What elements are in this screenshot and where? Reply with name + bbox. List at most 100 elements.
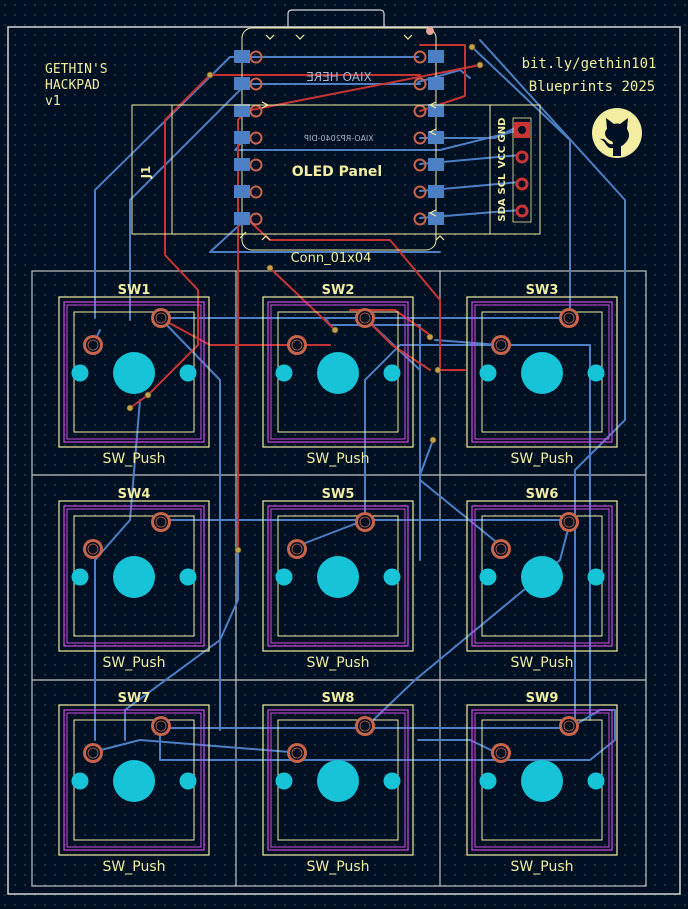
switch-pad-2 [491, 743, 511, 763]
switch-side-hole-left [479, 568, 497, 586]
switch-pad-1 [151, 716, 171, 736]
switch-pad-2 [83, 539, 103, 559]
switch-ref: SW6 [526, 487, 559, 502]
switch-pad-1 [151, 512, 171, 532]
switch-value: SW_Push [103, 451, 166, 467]
switch-side-hole-right [383, 772, 401, 790]
switch-fab-outline [63, 505, 205, 647]
switch-pad-1 [559, 716, 579, 736]
switch-side-hole-left [71, 364, 89, 382]
connector-value: Conn_01x04 [291, 251, 372, 266]
switch-side-hole-left [479, 364, 497, 382]
mcu-pads-right [428, 50, 444, 225]
board-outline [7, 26, 681, 895]
mcu-label-mirrored: XIAO HERE [306, 70, 372, 84]
switch-side-hole-right [587, 568, 605, 586]
switch-pad-1 [151, 308, 171, 328]
switch-fab-outline [63, 301, 205, 443]
oled-pin-scl: SCL [497, 173, 508, 195]
switch-fab-inner [270, 304, 406, 440]
switch-side-hole-right [179, 364, 197, 382]
oled-panel-footprint: OLED Panel J1 Conn_01x04 SDA SCL VCC GND [131, 104, 541, 266]
board-title: GETHIN'S HACKPAD v1 [45, 62, 108, 109]
switch-side-hole-left [275, 364, 293, 382]
switch-side-hole-left [71, 772, 89, 790]
switch-side-hole-right [587, 772, 605, 790]
switch-silk-outline [58, 704, 210, 856]
event-text: Blueprints 2025 [529, 79, 655, 95]
switch-center-hole [113, 352, 155, 394]
switch-silk-outline [58, 500, 210, 652]
switch-ref: SW9 [526, 691, 559, 706]
back-copper-traces [92, 39, 626, 761]
switch-pad-2 [287, 743, 307, 763]
switch-matrix: SW1SW_PushSW2SW_PushSW3SW_PushSW4SW_Push… [58, 283, 618, 875]
switch-pad-1 [559, 512, 579, 532]
switch-fab-outline [267, 709, 409, 851]
switch-value: SW_Push [511, 859, 574, 875]
switch-pad-1 [559, 308, 579, 328]
switch-silk-outline [466, 500, 618, 652]
connector-ref: J1 [139, 166, 153, 180]
switch-side-hole-right [587, 364, 605, 382]
switch-fab-outline [471, 301, 613, 443]
oled-pin-sda: SDA [497, 198, 508, 222]
vias [126, 43, 484, 554]
switch-pad-2 [287, 539, 307, 559]
usb-notch [287, 9, 385, 27]
switch-side-hole-left [275, 568, 293, 586]
github-icon [592, 108, 642, 158]
switch-fab-inner [270, 712, 406, 848]
switch-pad-2 [491, 539, 511, 559]
switch-side-hole-right [179, 568, 197, 586]
switch-center-hole [521, 760, 563, 802]
title-line-1: GETHIN'S [45, 62, 108, 77]
switch-fab-inner [270, 508, 406, 644]
switch-fab-outline [63, 709, 205, 851]
pin1-marker [426, 27, 434, 35]
switch-silk-outline [466, 704, 618, 856]
oled-pin-gnd: GND [497, 118, 508, 143]
xiao-mcu-footprint: XIAO HERE XIAO-RP2040-DIP [234, 27, 445, 251]
switch-ref: SW5 [322, 487, 355, 502]
switch-pad-1 [355, 716, 375, 736]
switch-pad-2 [287, 335, 307, 355]
switch-silk-outline [58, 296, 210, 448]
switch-value: SW_Push [103, 859, 166, 875]
switch-fab-inner [474, 712, 610, 848]
switch-pad-1 [355, 512, 375, 532]
switch-side-hole-left [71, 568, 89, 586]
switch-side-hole-right [383, 364, 401, 382]
switch-side-hole-left [275, 772, 293, 790]
switch-ref: SW1 [118, 283, 151, 298]
switch-fab-inner [66, 304, 202, 440]
switch-fab-inner [66, 508, 202, 644]
switch-ref: SW4 [118, 487, 151, 502]
switch-center-hole [521, 352, 563, 394]
switch-ref: SW8 [322, 691, 355, 706]
switch-silk-outline [262, 296, 414, 448]
switch-silk-outline [262, 704, 414, 856]
switch-side-hole-left [479, 772, 497, 790]
switch-silk-outline [466, 296, 618, 448]
switch-fab-outline [267, 505, 409, 647]
switch-pad-2 [83, 335, 103, 355]
switch-fab-inner [66, 712, 202, 848]
switch-value: SW_Push [307, 859, 370, 875]
title-line-3: v1 [45, 94, 61, 109]
switch-value: SW_Push [103, 655, 166, 671]
switch-fab-outline [471, 505, 613, 647]
mcu-sub-label-mirrored: XIAO-RP2040-DIP [304, 134, 374, 143]
switch-center-hole [113, 556, 155, 598]
oled-header-pads [512, 117, 532, 223]
switch-value: SW_Push [307, 451, 370, 467]
switch-center-hole [317, 352, 359, 394]
switch-value: SW_Push [307, 655, 370, 671]
